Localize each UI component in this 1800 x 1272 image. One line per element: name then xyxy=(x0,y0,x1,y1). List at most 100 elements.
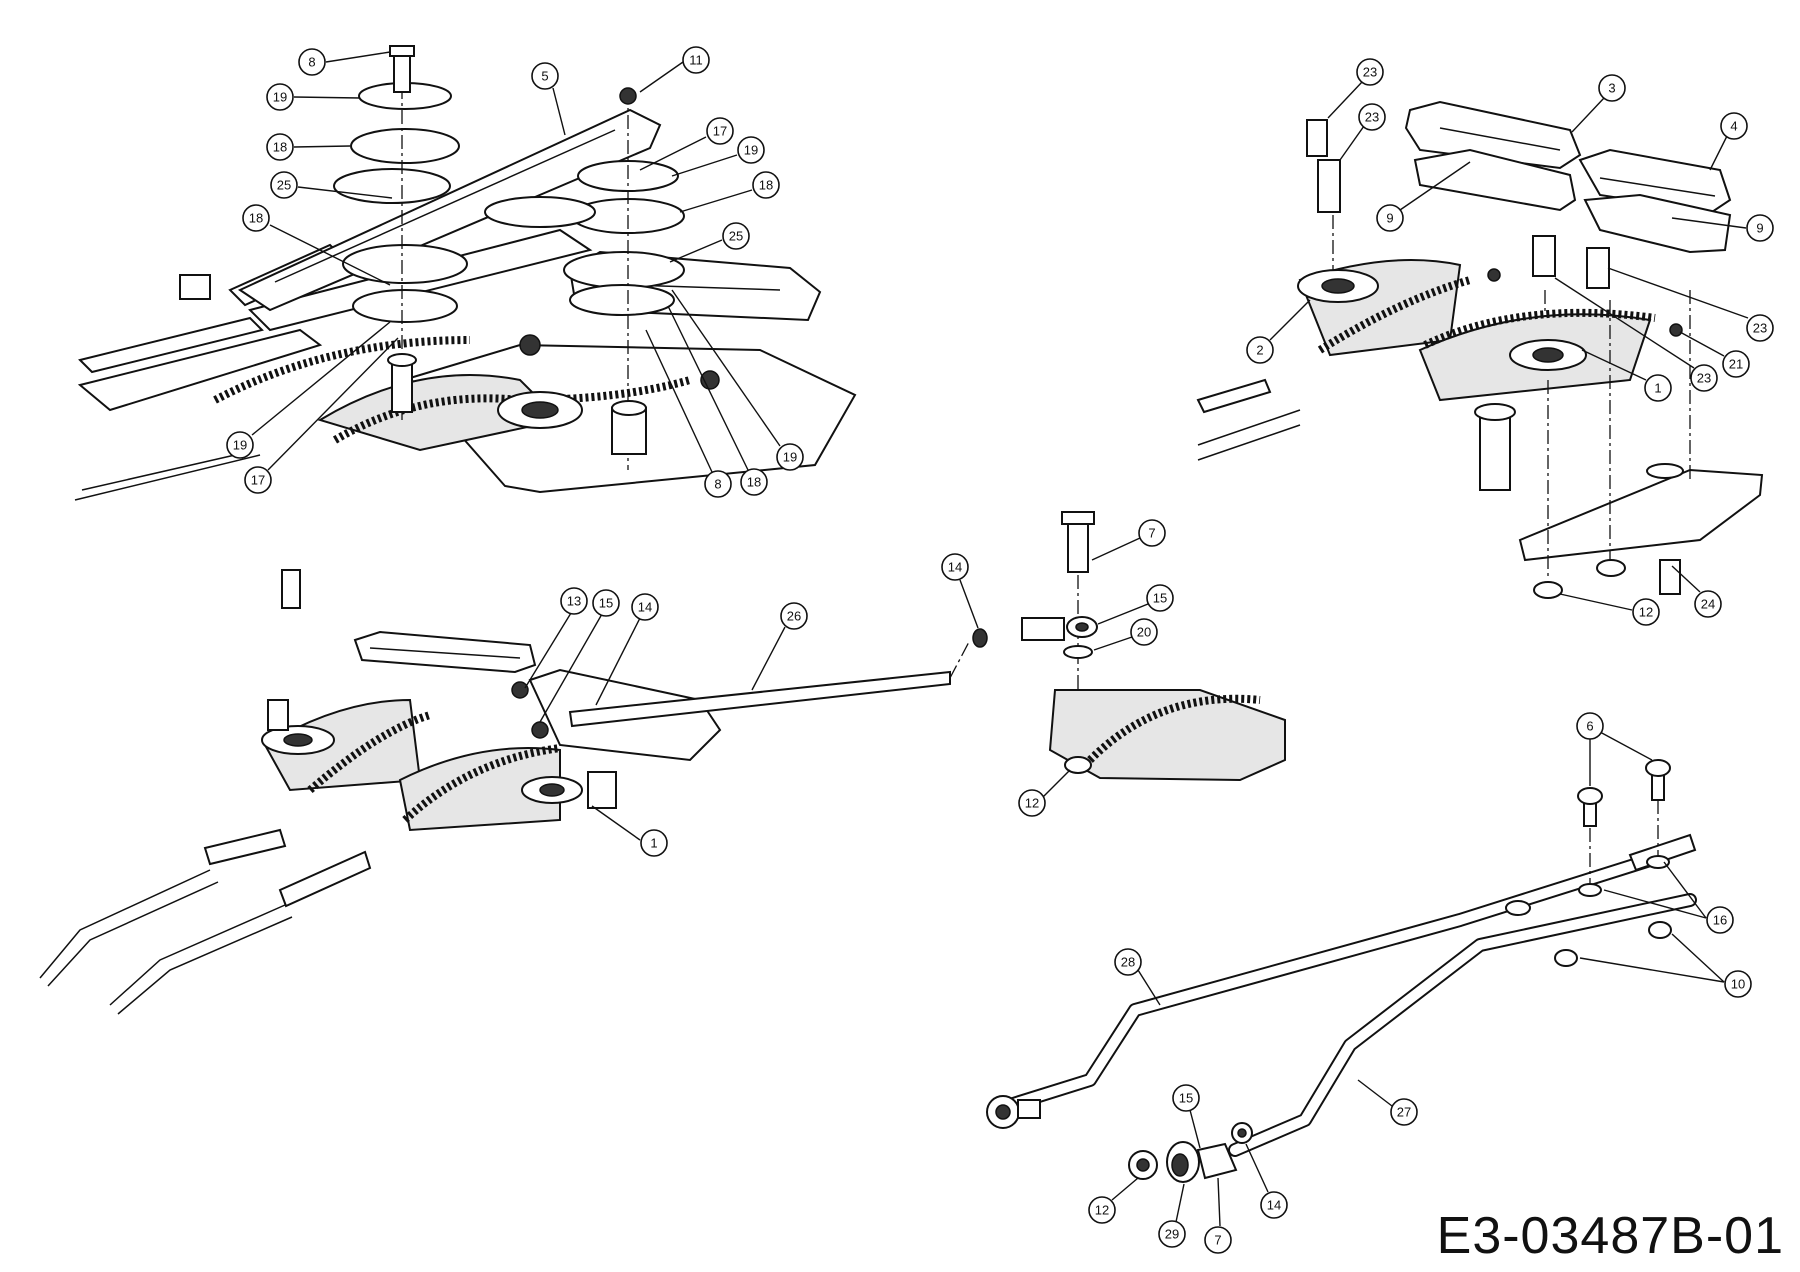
svg-text:17: 17 xyxy=(251,473,265,488)
linkage-rods-assembly-bottom-right xyxy=(986,759,1697,1183)
svg-text:23: 23 xyxy=(1753,321,1767,336)
svg-text:1: 1 xyxy=(650,836,657,851)
callout-top-left-18a: 18 xyxy=(266,133,351,161)
svg-text:27: 27 xyxy=(1397,1105,1411,1120)
svg-text:14: 14 xyxy=(1267,1198,1281,1213)
callout-bottom-right-6: 6 xyxy=(1576,712,1653,786)
callout-top-right-23d: 23 xyxy=(1554,277,1718,392)
callout-top-right-9a: 9 xyxy=(1376,161,1471,232)
svg-text:2: 2 xyxy=(1256,343,1263,358)
svg-text:19: 19 xyxy=(233,438,247,453)
svg-text:17: 17 xyxy=(713,124,727,139)
callout-mid-right-15: 15 xyxy=(1097,584,1174,625)
svg-text:25: 25 xyxy=(277,178,291,193)
svg-text:4: 4 xyxy=(1730,119,1737,134)
svg-text:18: 18 xyxy=(249,211,263,226)
callout-mid-left-14: 14 xyxy=(595,593,659,706)
callout-top-left-25b: 25 xyxy=(669,222,750,263)
callout-mid-right-14: 14 xyxy=(941,553,979,629)
svg-text:18: 18 xyxy=(747,475,761,490)
callout-bottom-right-15: 15 xyxy=(1172,1084,1201,1149)
callout-top-right-9b: 9 xyxy=(1671,214,1774,242)
callout-top-left-8: 8 xyxy=(298,48,391,76)
svg-text:13: 13 xyxy=(567,594,581,609)
svg-text:5: 5 xyxy=(541,69,548,84)
svg-text:12: 12 xyxy=(1025,796,1039,811)
callout-top-left-17b: 17 xyxy=(244,337,399,494)
callout-top-right-23b: 23 xyxy=(1339,103,1386,161)
svg-text:15: 15 xyxy=(1179,1091,1193,1106)
svg-text:18: 18 xyxy=(759,178,773,193)
svg-text:9: 9 xyxy=(1756,221,1763,236)
svg-text:12: 12 xyxy=(1639,605,1653,620)
callout-top-left-18d: 18 xyxy=(667,305,768,496)
svg-text:23: 23 xyxy=(1363,65,1377,80)
svg-text:11: 11 xyxy=(689,53,703,68)
svg-text:25: 25 xyxy=(729,229,743,244)
callout-top-left-8b: 8 xyxy=(645,329,732,498)
svg-text:3: 3 xyxy=(1608,81,1615,96)
callout-bottom-right-7: 7 xyxy=(1204,1177,1232,1254)
callout-top-right-4: 4 xyxy=(1709,112,1748,171)
callout-labels: 8 11 19 5 18 17 19 25 18 18 xyxy=(226,46,1774,1254)
svg-text:9: 9 xyxy=(1386,211,1393,226)
callout-bottom-right-12: 12 xyxy=(1088,1177,1139,1224)
callout-bottom-right-27: 27 xyxy=(1357,1079,1418,1126)
svg-text:19: 19 xyxy=(744,143,758,158)
callout-bottom-right-28: 28 xyxy=(1114,948,1161,1006)
svg-text:15: 15 xyxy=(599,596,613,611)
svg-text:16: 16 xyxy=(1713,913,1727,928)
diagram-code: E3-03487B-01 xyxy=(1436,1207,1784,1265)
callout-top-left-17a: 17 xyxy=(639,117,734,171)
svg-text:15: 15 xyxy=(1153,591,1167,606)
svg-text:23: 23 xyxy=(1697,371,1711,386)
svg-text:7: 7 xyxy=(1148,526,1155,541)
svg-text:26: 26 xyxy=(787,609,801,624)
callout-top-left-11: 11 xyxy=(639,46,710,93)
callout-mid-left-26: 26 xyxy=(751,602,808,691)
callout-top-right-24: 24 xyxy=(1671,565,1722,618)
callout-top-right-21: 21 xyxy=(1679,331,1750,378)
svg-text:14: 14 xyxy=(948,560,962,575)
svg-text:19: 19 xyxy=(273,90,287,105)
steering-plate-assembly-top-right xyxy=(1196,100,1764,599)
callout-top-right-12: 12 xyxy=(1559,593,1660,626)
svg-text:14: 14 xyxy=(638,600,652,615)
svg-text:18: 18 xyxy=(273,140,287,155)
svg-text:24: 24 xyxy=(1701,597,1715,612)
callout-top-left-18b: 18 xyxy=(679,171,780,213)
svg-text:20: 20 xyxy=(1137,625,1151,640)
ball-joint-sub-assembly xyxy=(972,511,1286,782)
callout-top-left-25a: 25 xyxy=(270,171,393,199)
callout-bottom-right-10: 10 xyxy=(1579,933,1752,998)
callout-top-right-23a: 23 xyxy=(1327,58,1384,119)
svg-text:10: 10 xyxy=(1731,977,1745,992)
callout-top-left-19a: 19 xyxy=(266,83,361,111)
callout-mid-left-1: 1 xyxy=(591,805,668,857)
callout-bottom-right-16: 16 xyxy=(1603,861,1734,934)
svg-text:21: 21 xyxy=(1729,357,1743,372)
steering-plate-assembly-top-left xyxy=(74,45,857,501)
callout-mid-right-12: 12 xyxy=(1018,769,1071,817)
callout-top-left-18c: 18 xyxy=(242,204,391,286)
callout-top-right-23c: 23 xyxy=(1607,267,1774,342)
callout-mid-right-7: 7 xyxy=(1091,519,1166,561)
steering-linkage-assembly-middle xyxy=(39,569,971,1015)
svg-text:7: 7 xyxy=(1214,1233,1221,1248)
svg-text:29: 29 xyxy=(1165,1227,1179,1242)
svg-text:28: 28 xyxy=(1121,955,1135,970)
callout-mid-left-15: 15 xyxy=(539,589,620,723)
svg-text:8: 8 xyxy=(714,477,721,492)
callout-mid-right-20: 20 xyxy=(1093,618,1158,651)
callout-top-left-5: 5 xyxy=(531,62,566,136)
callout-mid-left-13: 13 xyxy=(524,587,588,689)
svg-text:6: 6 xyxy=(1586,719,1593,734)
callout-top-right-3: 3 xyxy=(1571,74,1626,133)
callout-bottom-right-29: 29 xyxy=(1158,1183,1186,1248)
callout-top-left-19d: 19 xyxy=(671,289,804,471)
svg-text:19: 19 xyxy=(783,450,797,465)
callout-bottom-right-14: 14 xyxy=(1245,1143,1288,1219)
callout-top-right-1: 1 xyxy=(1581,349,1672,402)
svg-text:23: 23 xyxy=(1365,110,1379,125)
callout-top-left-19b: 19 xyxy=(671,136,765,177)
